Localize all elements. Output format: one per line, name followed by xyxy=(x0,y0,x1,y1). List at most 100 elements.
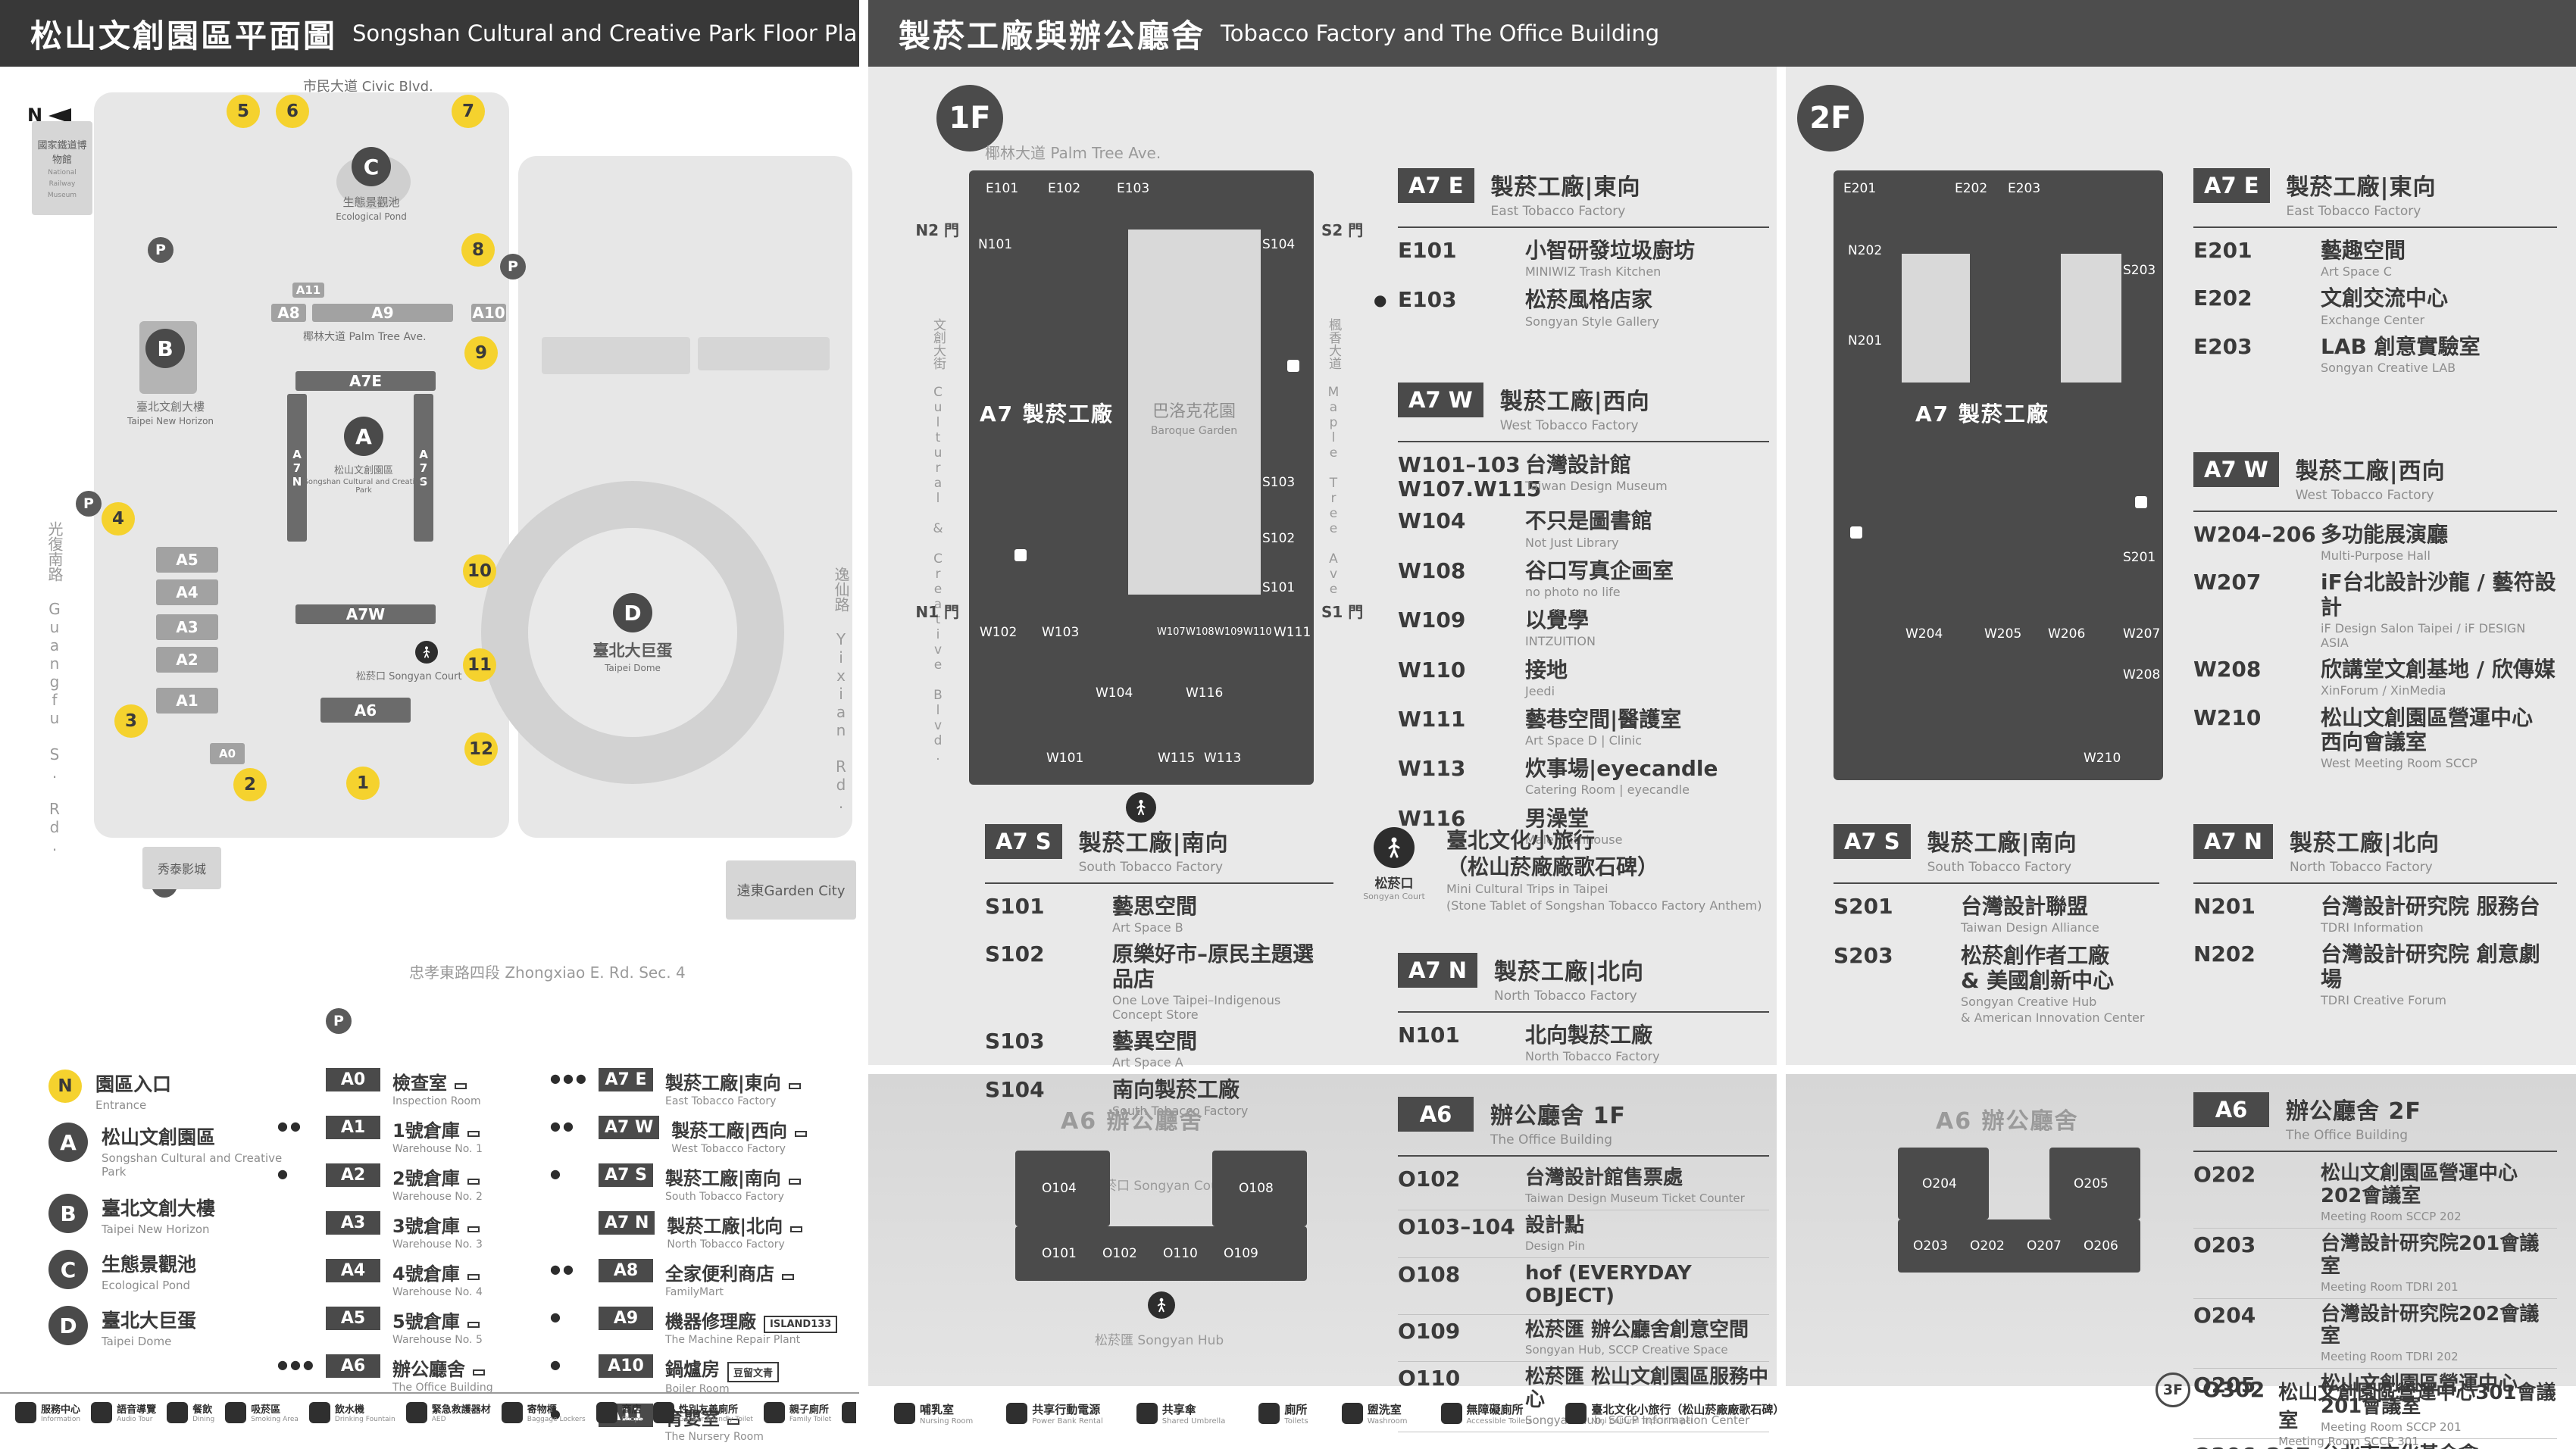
section-badge: A7 N xyxy=(1398,953,1477,988)
room-code: O204 xyxy=(2193,1302,2256,1328)
tenant-logo xyxy=(795,1130,808,1137)
amenity-icon xyxy=(1258,1403,1280,1424)
room-label: S203 xyxy=(2123,263,2156,278)
amenity-icons: ●●● xyxy=(277,1357,316,1372)
room-code: S104 xyxy=(985,1076,1045,1102)
legend-badge: A2 xyxy=(326,1163,380,1187)
room-label: S104 xyxy=(1262,237,1296,252)
legend-badge: A3 xyxy=(326,1211,380,1235)
room-code: O205 xyxy=(2193,1372,2256,1398)
shop-icon: ● xyxy=(1374,291,1387,310)
room-code: W207 xyxy=(2193,570,2262,595)
room-code: S102 xyxy=(985,942,1045,967)
room-code: S101 xyxy=(985,894,1045,919)
adjacent-building-block xyxy=(542,337,690,374)
room-label: W102 xyxy=(980,625,1018,640)
room-label: W116 xyxy=(1186,685,1224,701)
songyan-hub-label: 松菸匯 Songyan Hub xyxy=(1095,1333,1224,1348)
a6-west-wing: O204 xyxy=(1898,1148,1989,1219)
amenity-icon xyxy=(405,1401,427,1423)
map-building-a8: A8 xyxy=(271,304,306,322)
street-maple-ave: 楓香大道 Maple Tree Ave. xyxy=(1326,318,1341,612)
room-code: S103 xyxy=(985,1029,1045,1054)
map-building-a9: A9 xyxy=(312,304,453,322)
amenity-icon xyxy=(225,1401,247,1423)
legend-name: 4號倉庫 Warehouse No. 4 xyxy=(392,1263,483,1298)
entrance-10: 10 xyxy=(463,554,496,588)
legend-badge: A7 S xyxy=(599,1163,653,1187)
section-badge: A7 E xyxy=(2193,168,2270,203)
room-code: E201 xyxy=(2193,238,2252,263)
legend-badge: A7 N xyxy=(599,1211,655,1235)
amenity-icon xyxy=(596,1401,617,1423)
legend-name: 全家便利商店 FamilyMart xyxy=(665,1259,794,1298)
legend-name: 5號倉庫 Warehouse No. 5 xyxy=(392,1311,483,1346)
amenity-icons: ●● xyxy=(550,1262,576,1276)
amenity-icons: ● xyxy=(277,1166,290,1181)
amenity-icon xyxy=(1341,1403,1363,1424)
entrance-5: 5 xyxy=(227,95,260,128)
taipei-dome-label: 臺北大巨蛋 Taipei Dome xyxy=(592,642,673,673)
amenity-icon xyxy=(894,1403,915,1424)
section-badge: A7 E xyxy=(1398,168,1474,203)
legend-row: A5 5號倉庫 Warehouse No. 5 xyxy=(326,1307,568,1346)
floor-2f-marker: 2F xyxy=(1797,85,1864,151)
gate-n2: N2 門 xyxy=(915,221,959,239)
north-arrow-icon xyxy=(48,108,72,123)
room-name: 松山文創園區營運中心301會議室 Meeting Room SCCP 301 xyxy=(2278,1382,2556,1448)
plan-a6-2f: A6 辦公廳舍 O204 O205 O203 O202 O207 O206 xyxy=(1856,1102,2182,1329)
pedestrian-icon xyxy=(415,641,438,664)
amenity-icon xyxy=(842,1401,856,1423)
tenant-logo: 豆留文青 xyxy=(727,1362,780,1382)
north-indicator: N xyxy=(27,105,72,126)
section-badge: A7 S xyxy=(985,824,1062,859)
legend-name: 製菸工廠|北向 North Tobacco Factory xyxy=(667,1211,803,1251)
amenity-icons: ●● xyxy=(277,1119,303,1133)
map-building-a0: A0 xyxy=(210,743,245,764)
eco-pond-label: 生態景觀池 Ecological Pond xyxy=(336,195,407,222)
amenity-icon xyxy=(501,1401,523,1423)
room-code: O109 xyxy=(1398,1318,1461,1344)
room-code: S203 xyxy=(1834,943,1893,969)
a6-east-wing: O205 xyxy=(2049,1148,2140,1219)
room-code: W113 xyxy=(1398,756,1466,782)
entrance-4: 4 xyxy=(102,502,135,536)
a6-south-bar: O203 O202 O207 O206 xyxy=(1898,1219,2140,1273)
map-building-a11: A11 xyxy=(292,283,324,298)
court-label-en: Songyan Court xyxy=(1363,892,1425,901)
